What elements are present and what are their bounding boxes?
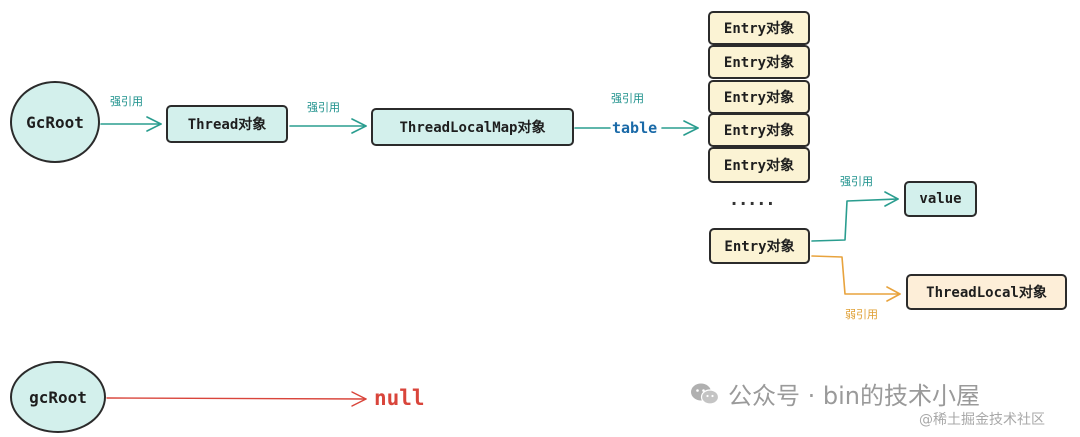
weak-ref-label: 弱引用 bbox=[845, 308, 878, 321]
value-node: value bbox=[904, 181, 977, 217]
strong-ref-label-1: 强引用 bbox=[110, 95, 143, 108]
gcroot-bottom-node: gcRoot bbox=[10, 361, 106, 433]
entry-node-3: Entry对象 bbox=[708, 80, 810, 114]
entry-node-last: Entry对象 bbox=[709, 228, 810, 264]
arrow-gcroot-to-thread bbox=[100, 116, 162, 132]
arrow-map-to-entries bbox=[574, 120, 699, 136]
ellipsis: ..... bbox=[731, 190, 777, 209]
thread-node: Thread对象 bbox=[166, 105, 288, 143]
watermark-text: 公众号 · bin的技术小屋 bbox=[728, 382, 980, 410]
arrow-entry-to-threadlocal bbox=[811, 255, 901, 302]
arrow-entry-to-value bbox=[811, 191, 899, 242]
strong-ref-label-3: 强引用 bbox=[611, 92, 644, 105]
entry-node-4: Entry对象 bbox=[708, 113, 810, 147]
threadlocalmap-node: ThreadLocalMap对象 bbox=[371, 108, 574, 146]
strong-ref-value-label: 强引用 bbox=[840, 175, 873, 188]
strong-ref-label-2: 强引用 bbox=[307, 101, 340, 114]
arrow-thread-to-map bbox=[289, 118, 367, 134]
table-field-label: table bbox=[612, 119, 658, 137]
null-label: null bbox=[374, 386, 425, 410]
entry-node-2: Entry对象 bbox=[708, 45, 810, 79]
watermark-line1: 公众号 · bin的技术小屋 bbox=[690, 376, 980, 411]
gcroot-top-node: GcRoot bbox=[10, 81, 100, 163]
entry-node-1: Entry对象 bbox=[708, 11, 810, 45]
threadlocal-node: ThreadLocal对象 bbox=[906, 274, 1067, 310]
wechat-icon bbox=[691, 383, 720, 405]
watermark-line2: @稀土掘金技术社区 bbox=[919, 412, 1045, 428]
entry-node-5: Entry对象 bbox=[708, 147, 810, 183]
arrow-gcroot-to-null bbox=[106, 391, 367, 407]
